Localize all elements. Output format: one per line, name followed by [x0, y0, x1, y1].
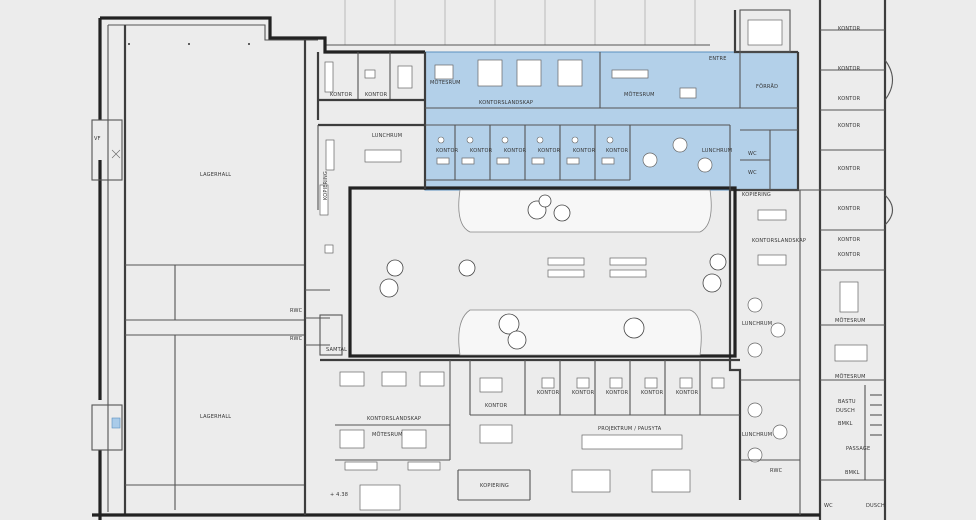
label-kontor-e8: KONTOR: [838, 252, 861, 258]
label-motesrum-right-b: MÖTESRUM: [835, 373, 866, 380]
top-wing-walls: [316, 9, 798, 210]
label-rwc-2: RWC: [290, 336, 303, 342]
room-labels: ENTRE FÖRRÅD KONTORSLANDSKAP MÖTESRUM MÖ…: [94, 26, 885, 509]
label-projektrum: PROJEKTRUM / PAUSYTA: [598, 426, 662, 432]
label-wc-2: WC: [748, 170, 757, 176]
label-kontor-b6: KONTOR: [676, 390, 699, 396]
office-desks-top: [436, 136, 615, 165]
exterior-strips: [325, 0, 710, 46]
round-tables: [642, 137, 788, 463]
label-kontor-b1: KONTOR: [485, 403, 508, 409]
bottom-wing-walls: [320, 190, 801, 515]
label-kontor-e7: KONTOR: [838, 237, 861, 243]
vf-room: [91, 119, 123, 451]
label-kontor-4: KONTOR: [538, 148, 561, 154]
label-kontor-e4: KONTOR: [838, 123, 861, 129]
label-kopiering-bottom: KOPIERING: [480, 483, 509, 489]
label-motesrum-top-left: MÖTESRUM: [430, 79, 461, 86]
label-lunchrum-top-right: LUNCHRUM: [702, 148, 732, 154]
label-kontor-3: KONTOR: [504, 148, 527, 154]
label-motesrum-right-a: MÖTESRUM: [835, 317, 866, 324]
label-kontorslandskap-top: KONTORSLANDSKAP: [479, 100, 533, 106]
label-bastu: BASTU: [838, 399, 856, 405]
label-kontor-b3: KONTOR: [572, 390, 595, 396]
label-samtal: SAMTAL: [326, 347, 347, 353]
label-lunchrum-right-b: LUNCHRUM: [742, 432, 772, 438]
label-kontor-e3: KONTOR: [838, 96, 861, 102]
label-wc-1: WC: [748, 151, 757, 157]
label-kontor-b2: KONTOR: [537, 390, 560, 396]
lagerhall-grid: [125, 40, 307, 515]
label-kontor-e5: KONTOR: [838, 166, 861, 172]
label-kontorslandskap-right: KONTORSLANDSKAP: [752, 238, 806, 244]
label-kontor-top-b: KONTOR: [365, 92, 388, 98]
left-mid-rooms: [305, 184, 343, 356]
right-column: [740, 29, 894, 481]
label-dusch-2: DUSCH: [866, 503, 885, 509]
label-motesrum-top-mid: MÖTESRUM: [624, 91, 655, 98]
label-motesrum-bottom: MÖTESRUM: [372, 431, 403, 438]
label-kontor-top-a: KONTOR: [330, 92, 353, 98]
label-kontor-b4: KONTOR: [606, 390, 629, 396]
top-wing-furniture: [324, 19, 783, 171]
label-lagerhall-top: LAGERHALL: [200, 172, 231, 178]
trees: [379, 194, 727, 350]
label-level: + 4.38: [330, 492, 348, 498]
label-kontor-6: KONTOR: [606, 148, 629, 154]
label-lunchrum-right-a: LUNCHRUM: [742, 321, 772, 327]
label-rwc-1: RWC: [290, 308, 303, 314]
label-kontorslandskap-bottom: KONTORSLANDSKAP: [367, 416, 421, 422]
label-kontor-2: KONTOR: [470, 148, 493, 154]
label-bmkl-2: BMKL: [845, 470, 860, 476]
label-lunchrum-top-left: LUNCHRUM: [372, 133, 402, 139]
label-kopiering-top: KOPIERING: [742, 192, 771, 198]
label-entre: ENTRE: [709, 56, 727, 62]
label-forrad: FÖRRÅD: [756, 83, 778, 90]
bottom-wing-furniture: [339, 371, 725, 511]
label-kontor-e6: KONTOR: [838, 206, 861, 212]
label-rwc-bottom: RWC: [770, 468, 783, 474]
label-bmkl: BMKL: [838, 421, 853, 427]
label-kopiering-side: KOPIERING: [323, 171, 329, 200]
label-wc-east: WC: [824, 503, 833, 509]
label-kontor-b5: KONTOR: [641, 390, 664, 396]
outer-walls: [92, 0, 887, 520]
label-kontor-1: KONTOR: [436, 148, 459, 154]
label-vf: VF: [94, 136, 101, 142]
label-lagerhall-bottom: LAGERHALL: [200, 414, 231, 420]
label-passage: PASSAGE: [846, 446, 870, 452]
label-kontor-e2: KONTOR: [838, 66, 861, 72]
label-kontor-5: KONTOR: [573, 148, 596, 154]
label-dusch: DUSCH: [836, 408, 855, 414]
label-kontor-e1: KONTOR: [838, 26, 861, 32]
